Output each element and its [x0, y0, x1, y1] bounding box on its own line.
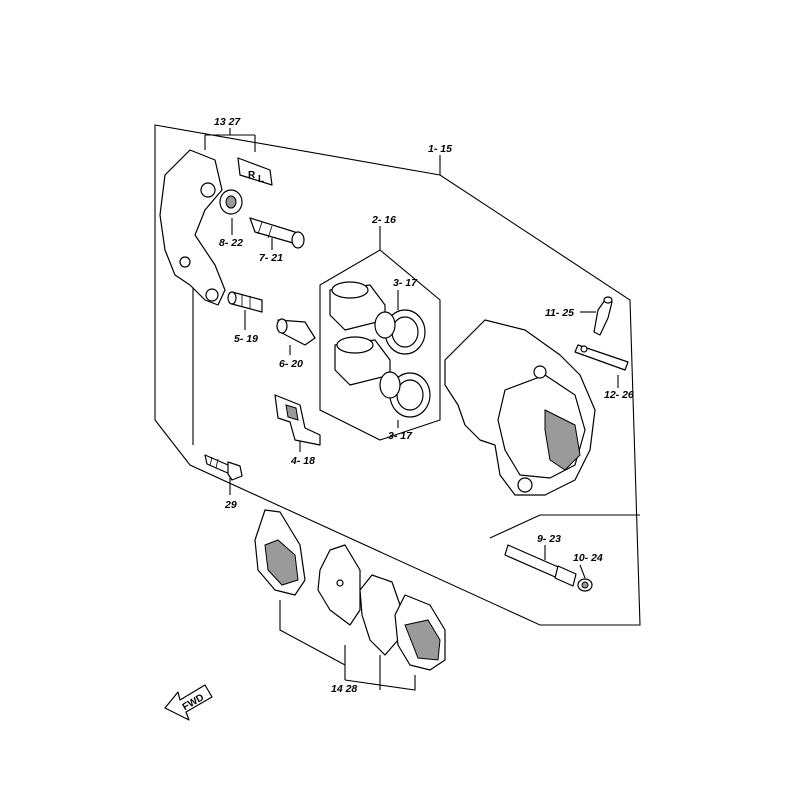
bleeder-valve-11 [593, 296, 613, 336]
label-seal-bottom: 3- 17 [388, 430, 413, 442]
slide-pin-7 [249, 217, 305, 249]
label-pin-7: 7- 21 [259, 252, 283, 264]
pin-plug-10 [577, 578, 593, 592]
label-pads: 14 28 [331, 683, 357, 695]
label-boot-6: 6- 20 [279, 358, 303, 370]
piston-top [329, 281, 386, 331]
spring-clip-4 [274, 394, 321, 446]
rl-marking: R [248, 170, 256, 181]
brake-pad-backing [317, 544, 361, 626]
label-boot-8: 8- 22 [219, 237, 243, 249]
leader-lines [192, 128, 640, 691]
pad-pin-9 [504, 544, 577, 587]
piston-bottom [334, 336, 391, 386]
label-pin-5: 5- 19 [234, 333, 258, 345]
bleeder-cap-plate-12 [574, 344, 629, 371]
label-pin-9: 9- 23 [537, 533, 561, 545]
label-bolt-29: 29 [224, 499, 237, 511]
fwd-label: FWD [181, 692, 206, 713]
fwd-arrow-icon: FWD [164, 684, 213, 721]
label-spring-4: 4- 18 [290, 455, 315, 467]
slide-pin-5 [227, 291, 263, 313]
seal-top-inner [374, 311, 396, 339]
pad-spring-rl: R L [237, 157, 273, 186]
label-piston-set: 2- 16 [371, 214, 396, 226]
brake-pad-middle [359, 574, 401, 656]
boot-6 [276, 318, 316, 346]
caliper-bracket [159, 149, 226, 306]
seal-bottom-inner [379, 371, 401, 399]
brake-pad-right [394, 594, 446, 671]
label-assembly: 1- 15 [428, 143, 452, 155]
label-bleeder-11: 11- 25 [545, 307, 574, 319]
label-bracket-set: 13 27 [214, 116, 241, 128]
label-plate-12: 12- 26 [604, 389, 634, 401]
assembly-boundary [154, 124, 641, 626]
caliper-body [444, 319, 596, 496]
rl-marking-l: L [258, 174, 264, 185]
label-seal-top: 3- 17 [393, 277, 418, 289]
bolt-29 [204, 454, 243, 481]
brake-pad-left [254, 509, 306, 596]
boot-8 [219, 189, 243, 215]
label-plug-10: 10- 24 [573, 552, 603, 564]
